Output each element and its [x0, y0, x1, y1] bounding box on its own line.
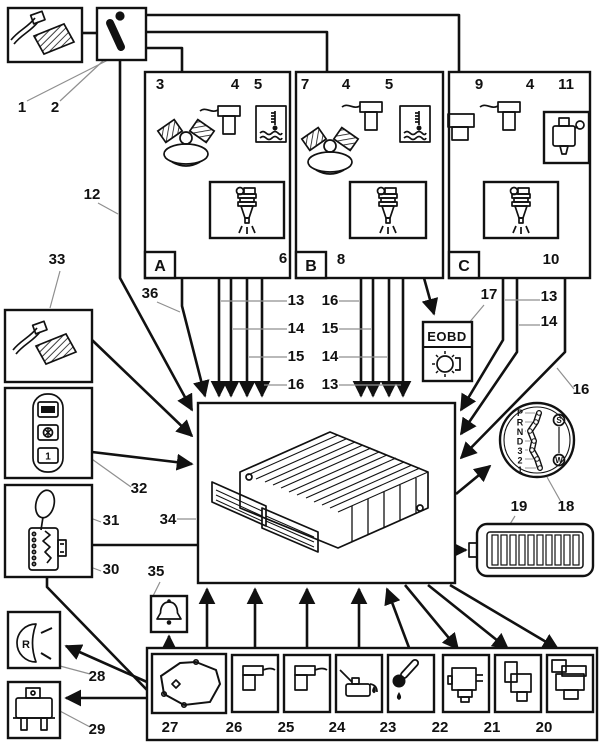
callout-10: 10	[543, 251, 560, 268]
component-box-21	[493, 653, 543, 714]
shifter-box	[3, 483, 94, 579]
winter-symbol: W	[555, 456, 563, 465]
callout-30: 30	[103, 561, 120, 578]
callout-24: 24	[329, 719, 346, 736]
component-box-2	[95, 6, 148, 62]
section-b-box	[294, 70, 445, 280]
component-box-27	[150, 652, 228, 715]
callout-19: 19	[511, 498, 528, 515]
section-a-label: A	[154, 258, 166, 275]
multi-pin-connector-icon	[468, 522, 595, 578]
component-box-33	[3, 308, 94, 384]
callout-32: 32	[131, 480, 148, 497]
callout-15-right: 15	[322, 320, 339, 337]
callout-8: 8	[337, 251, 345, 268]
callout-4b: 4	[342, 76, 351, 93]
reverse-lamp-letter: R	[22, 639, 30, 651]
kickdown-switch-icon	[106, 11, 125, 51]
component-box-28	[6, 610, 62, 670]
callout-26: 26	[226, 719, 243, 736]
solenoid-valve-icon	[504, 661, 532, 702]
pump-box-11	[542, 110, 591, 165]
buzzer-icon	[156, 599, 182, 625]
section-c-tab	[447, 250, 481, 280]
section-c-label: C	[458, 258, 470, 275]
gear-position-indicator-icon: P R N D 3 2 1 S W	[498, 401, 576, 479]
callout-36: 36	[142, 285, 159, 302]
warning-lamp-icon	[432, 351, 461, 377]
callout-16-far: 16	[573, 381, 590, 398]
component-box-26	[230, 653, 280, 714]
callout-12: 12	[84, 186, 101, 203]
callout-labels: 1 2 3 4 5 6 7 4 5 8 9 4 11 10 12 36 13 1…	[18, 76, 590, 738]
eobd-box: EOBD	[421, 320, 474, 383]
callout-17: 17	[481, 286, 498, 303]
speed-sensor-icon	[294, 665, 328, 691]
callout-5a: 5	[254, 76, 262, 93]
gear-letter-2: 2	[517, 456, 522, 466]
section-a-box	[143, 70, 292, 280]
reverse-lamp-icon: R	[16, 623, 53, 663]
callout-14-right: 14	[322, 348, 339, 365]
callout-13-right: 13	[322, 376, 339, 393]
callout-16-right: 16	[322, 292, 339, 309]
gear-letter-r: R	[517, 418, 524, 428]
callout-20: 20	[536, 719, 553, 736]
callout-28: 28	[89, 668, 106, 685]
callout-21: 21	[484, 719, 501, 736]
callout-33: 33	[49, 251, 66, 268]
control-unit-icon	[211, 431, 429, 553]
shift-gate-icon	[28, 527, 67, 571]
callout-13-left: 13	[288, 292, 305, 309]
speed-sensor-icon	[242, 665, 276, 691]
section-b-label: B	[305, 258, 317, 275]
callout-23: 23	[380, 719, 397, 736]
gear-letter-p: P	[517, 408, 523, 418]
callout-31: 31	[103, 512, 120, 529]
sport-symbol: S	[556, 416, 562, 425]
callout-6: 6	[279, 250, 287, 267]
callout-11: 11	[558, 76, 574, 93]
callout-15-left: 15	[288, 348, 305, 365]
callout-25: 25	[278, 719, 295, 736]
callout-5b: 5	[385, 76, 393, 93]
gear-letter-3: 3	[517, 446, 522, 456]
section-a-tab	[143, 250, 177, 280]
mode-button-1-label: 1	[45, 452, 51, 463]
solenoid-valve-icon	[551, 659, 587, 700]
oil-temperature-sensor-icon	[392, 659, 419, 700]
oil-can-icon	[339, 669, 378, 697]
callout-22: 22	[432, 719, 449, 736]
callout-34: 34	[160, 511, 177, 528]
callout-13-far: 13	[541, 288, 558, 305]
eobd-label: EOBD	[427, 329, 467, 344]
callout-14-left: 14	[288, 320, 305, 337]
callout-18: 18	[558, 498, 575, 515]
callout-2: 2	[51, 99, 59, 116]
callout-27: 27	[162, 719, 179, 736]
callout-16-left: 16	[288, 376, 305, 393]
callout-9: 9	[475, 76, 483, 93]
gear-letter-d: D	[517, 437, 524, 447]
callout-4a: 4	[231, 76, 240, 93]
valve-block-icon	[447, 667, 483, 703]
callout-35: 35	[148, 563, 165, 580]
callout-14-far: 14	[541, 313, 558, 330]
section-b-tab	[294, 250, 328, 280]
callout-1: 1	[18, 99, 26, 116]
gear-letter-n: N	[517, 427, 524, 437]
relay-icon	[13, 687, 55, 731]
gear-letter-1: 1	[517, 465, 522, 475]
component-box-20	[545, 653, 595, 714]
mode-selector-icon: 1	[32, 393, 64, 473]
callout-29: 29	[89, 721, 106, 738]
callout-3: 3	[156, 76, 164, 93]
component-box-24	[334, 653, 384, 714]
callout-4c: 4	[526, 76, 535, 93]
pressure-sensor-icon	[447, 113, 475, 141]
callout-7: 7	[301, 76, 309, 93]
transmission-gasket-icon	[159, 658, 222, 709]
